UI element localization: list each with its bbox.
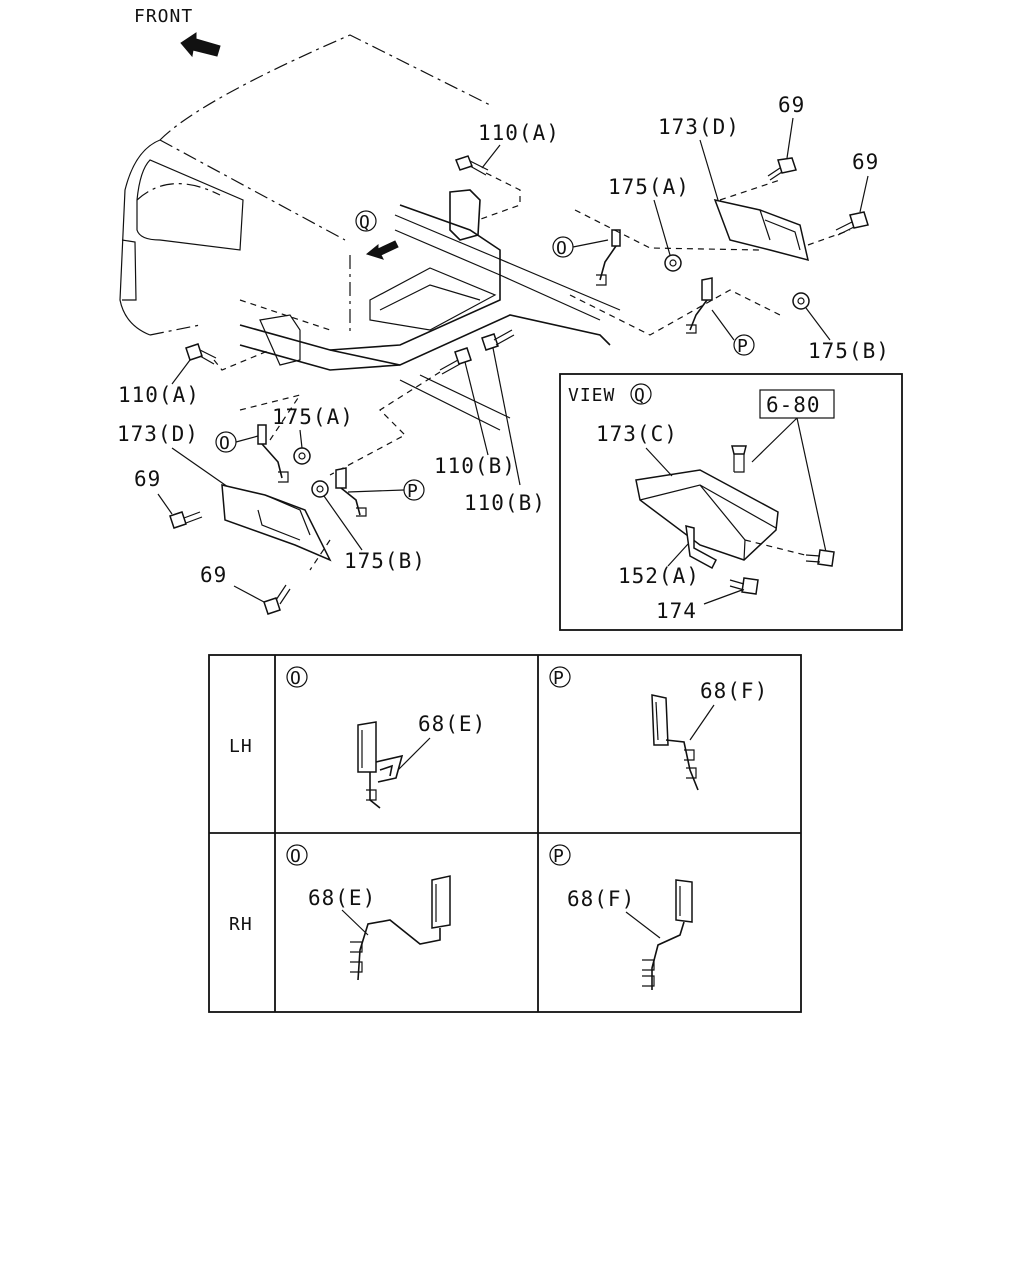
label-69-left-b: 69 xyxy=(200,563,227,587)
callout-p-left: P xyxy=(407,481,419,502)
cell-lh-o-part: 68(E) xyxy=(418,712,486,736)
cab-outline xyxy=(119,34,491,336)
label-175a-top: 175(A) xyxy=(608,175,690,199)
bracket-p-top xyxy=(569,277,781,336)
view-q-panel: VIEW Q 6-80 173(C) 152(A) 174 xyxy=(559,373,903,631)
row-label-rh: RH xyxy=(229,914,253,935)
label-175b-left: 175(B) xyxy=(344,549,426,573)
cell-rh-p-part: 68(F) xyxy=(567,887,635,911)
detail-table: LH RH O 68(E) P 68(F) O xyxy=(208,654,802,1013)
bracket-173d-top xyxy=(713,179,851,262)
cell-rh-o-callout: O xyxy=(290,846,302,867)
bolt-69-top-a xyxy=(767,157,797,181)
label-175b-top: 175(B) xyxy=(808,339,890,363)
lower-parts: 110(A) 175(A) 173(D) O P xyxy=(117,343,426,615)
bolt-69-left-b xyxy=(263,584,291,615)
row-label-lh: LH xyxy=(229,736,253,757)
callout-o-top: O xyxy=(556,238,568,259)
view-arrow-icon xyxy=(365,240,399,260)
callout-p-top: P xyxy=(737,336,749,357)
label-173c: 173(C) xyxy=(596,422,678,446)
bolt-69-left-a xyxy=(169,511,203,529)
cell-lh-o: O 68(E) xyxy=(286,666,486,809)
cell-lh-o-callout: O xyxy=(290,668,302,689)
callout-o-left: O xyxy=(219,433,231,454)
label-110b-a: 110(B) xyxy=(434,454,516,478)
label-6-80: 6-80 xyxy=(766,393,821,417)
harness-o-top xyxy=(574,209,761,286)
label-110b-b: 110(B) xyxy=(464,491,546,515)
view-title: VIEW xyxy=(568,385,615,406)
label-110a-top: 110(A) xyxy=(478,121,560,145)
bolt-69-top-b xyxy=(835,211,869,236)
callout-q-marker: Q xyxy=(355,210,399,260)
cell-lh-p-part: 68(F) xyxy=(700,679,768,703)
cell-lh-p: P 68(F) xyxy=(549,666,768,791)
label-69-left-a: 69 xyxy=(134,467,161,491)
label-175a-left: 175(A) xyxy=(272,405,354,429)
chassis-frame xyxy=(239,189,621,431)
cell-rh-o-part: 68(E) xyxy=(308,886,376,910)
bracket-173d-left xyxy=(221,394,332,571)
label-69-top-a: 69 xyxy=(778,93,805,117)
view-q-callout: Q xyxy=(634,385,646,406)
label-152a: 152(A) xyxy=(618,564,700,588)
bolts-110b xyxy=(329,329,521,486)
label-69-top-b: 69 xyxy=(852,150,879,174)
upper-parts: 110(A) 173(D) 69 69 175(A) xyxy=(455,93,890,363)
label-174: 174 xyxy=(656,599,697,623)
cell-rh-p: P 68(F) xyxy=(549,844,693,990)
cell-lh-p-callout: P xyxy=(553,668,565,689)
label-110a-left: 110(A) xyxy=(118,383,200,407)
front-indicator: FRONT xyxy=(134,6,221,58)
callout-q-label: Q xyxy=(359,212,371,233)
bolt-110a-top xyxy=(455,155,521,221)
cell-rh-o: O 68(E) xyxy=(286,844,451,981)
label-173d-left: 173(D) xyxy=(117,422,199,446)
front-arrow-icon xyxy=(180,32,221,58)
bracket-p-left xyxy=(335,467,367,517)
cell-rh-p-callout: P xyxy=(553,846,565,867)
front-label: FRONT xyxy=(134,6,193,27)
bolt-110a-left xyxy=(185,343,271,371)
harness-o-left xyxy=(257,424,289,483)
label-173d-top: 173(D) xyxy=(658,115,740,139)
